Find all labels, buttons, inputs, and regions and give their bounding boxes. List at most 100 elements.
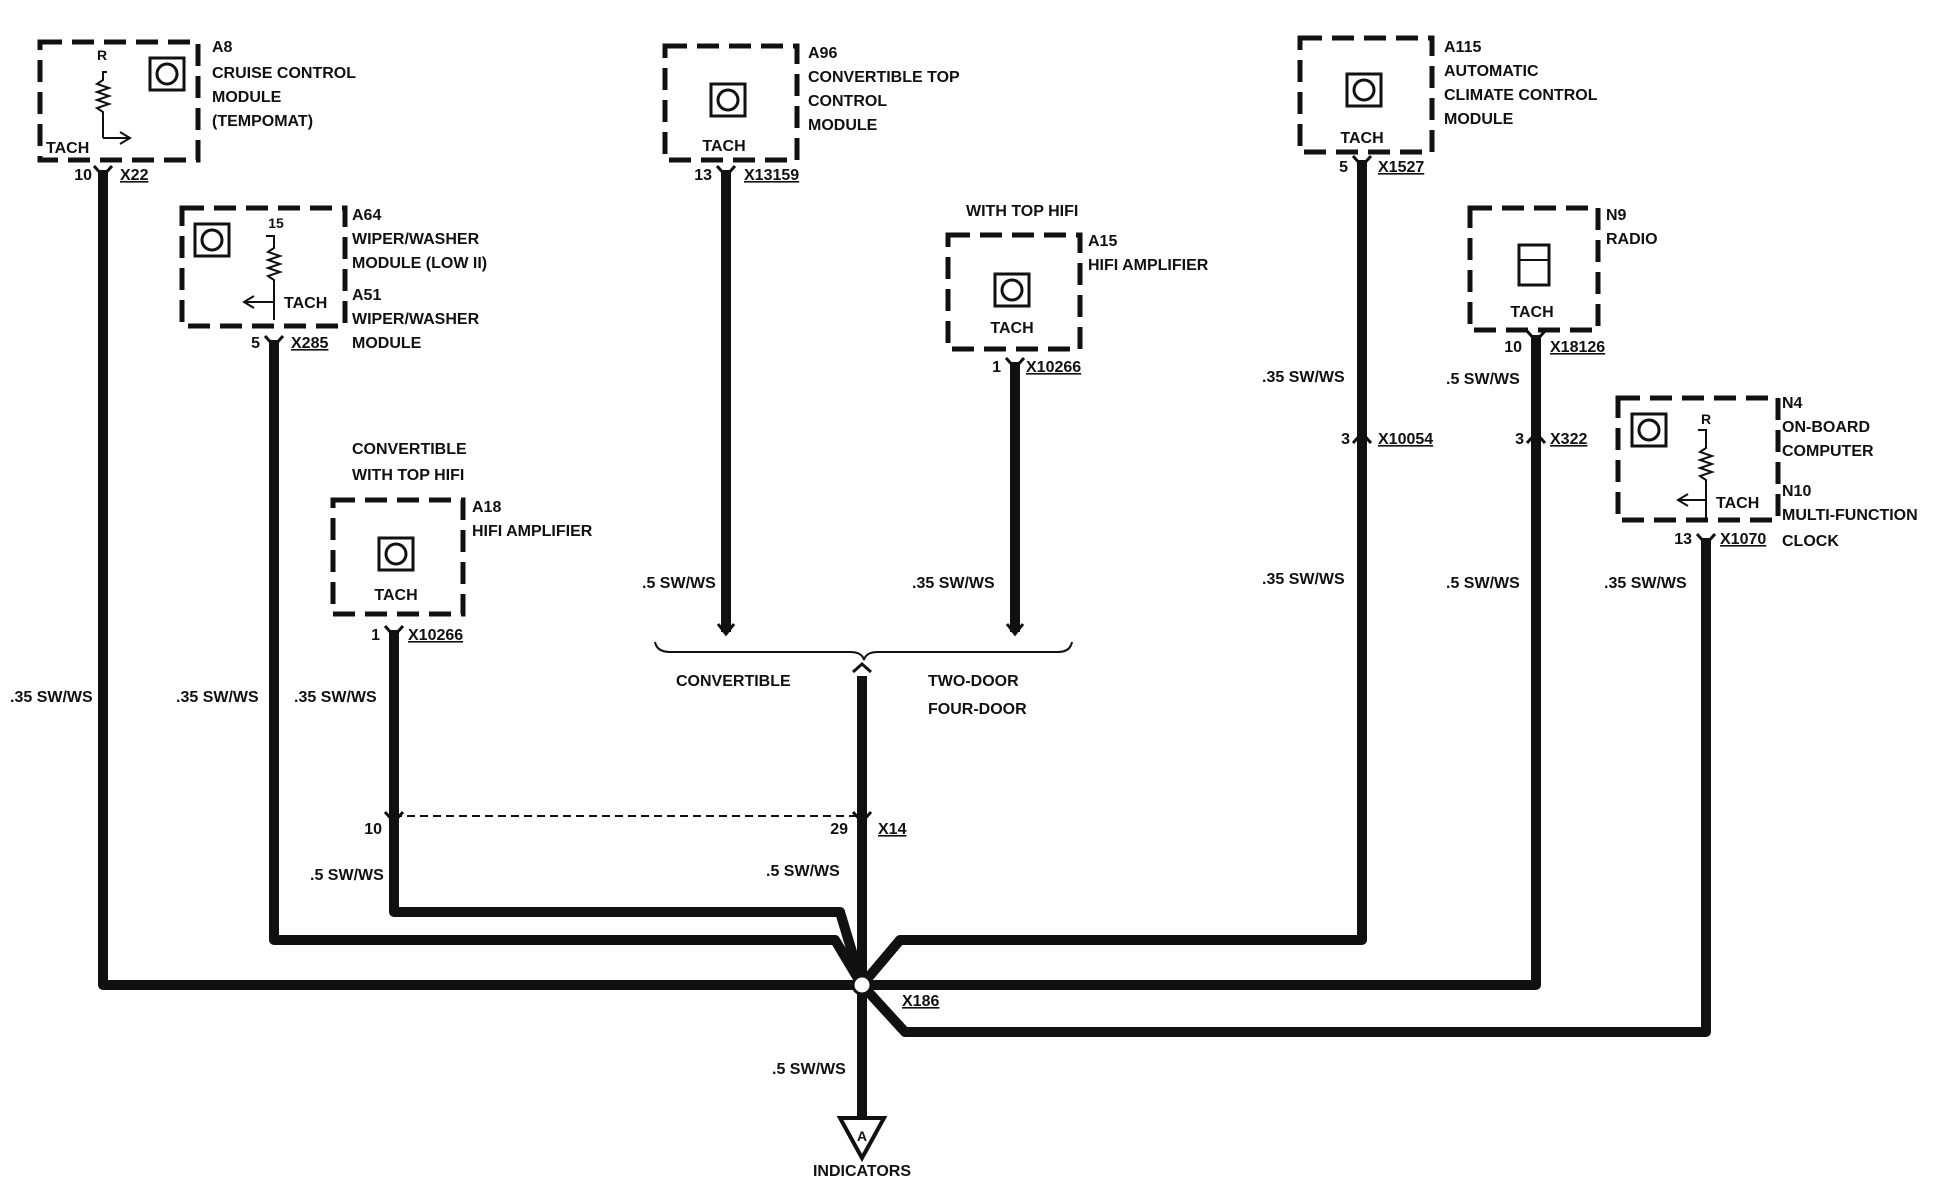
a51-name-1: WIPER/WASHER	[352, 311, 480, 328]
a96-pin: 13	[694, 167, 712, 184]
branch-convertible: CONVERTIBLE	[676, 673, 791, 690]
a115-connector: X1527	[1378, 159, 1424, 176]
a8-pin-r: R	[97, 47, 107, 63]
module-a96	[662, 43, 800, 163]
wire-label-output: .5 SW/WS	[772, 1061, 846, 1078]
a64-id: A64	[352, 207, 381, 224]
chevron-x285	[263, 334, 285, 349]
a15-name-1: HIFI AMPLIFIER	[1088, 257, 1209, 274]
a115-id: A115	[1444, 39, 1481, 56]
module-a8	[37, 39, 201, 163]
module-a64	[179, 205, 348, 329]
module-n9-icon	[1517, 243, 1551, 287]
wire-label-n4: .35 SW/WS	[1604, 575, 1687, 592]
x10054-pin: 3	[1341, 431, 1350, 448]
n9-name-1: RADIO	[1606, 231, 1658, 248]
n4-name-2: COMPUTER	[1782, 443, 1874, 460]
wire-a18	[389, 630, 867, 987]
wire-n9	[862, 335, 1541, 990]
a18-tach: TACH	[374, 587, 417, 604]
a15-pin: 1	[992, 359, 1001, 376]
a8-pin: 10	[74, 167, 92, 184]
a18-pin: 1	[371, 627, 380, 644]
a18-note-2: WITH TOP HIFI	[352, 467, 464, 484]
a18-connector: X10266	[408, 627, 463, 644]
x14-name: X14	[878, 821, 907, 838]
a18-name-1: HIFI AMPLIFIER	[472, 523, 593, 540]
a64-pin-15: 15	[268, 215, 284, 231]
n4-pin: 13	[1674, 531, 1692, 548]
n9-pin: 10	[1504, 339, 1522, 356]
chevron-x322	[1525, 430, 1547, 445]
a15-connector: X10266	[1026, 359, 1081, 376]
n10-name-1: MULTI-FUNCTION	[1782, 507, 1918, 524]
wire-a64	[269, 340, 867, 988]
module-a115	[1297, 35, 1435, 155]
indicators-triangle-glyph: A	[857, 1128, 867, 1144]
a8-name-1: CRUISE CONTROL	[212, 65, 356, 82]
a115-tach: TACH	[1340, 130, 1383, 147]
a115-name-1: AUTOMATIC	[1444, 63, 1539, 80]
module-a15	[945, 232, 1083, 352]
wire-a115	[858, 160, 1367, 989]
branch-bracket	[654, 641, 1073, 661]
chevron-x10054	[1351, 430, 1373, 445]
wire-label-n9-lower: .5 SW/WS	[1446, 575, 1520, 592]
n9-tach: TACH	[1510, 304, 1553, 321]
wire-label-a64: .35 SW/WS	[176, 689, 259, 706]
a96-name-1: CONVERTIBLE TOP	[808, 69, 960, 86]
a8-connector: X22	[120, 167, 149, 184]
x10054-name: X10054	[1378, 431, 1433, 448]
chevron-x14-right	[851, 810, 873, 825]
a64-connector: X285	[291, 335, 328, 352]
n4-connector: X1070	[1720, 531, 1766, 548]
a15-note: WITH TOP HIFI	[966, 203, 1078, 220]
wire-label-a115-upper: .35 SW/WS	[1262, 369, 1345, 386]
indicators-triangle	[836, 1116, 888, 1163]
n4-id: N4	[1782, 395, 1803, 412]
arrow-a15-end	[1005, 623, 1025, 637]
a96-tach: TACH	[702, 138, 745, 155]
a8-name-2: MODULE	[212, 89, 282, 106]
n10-id: N10	[1782, 483, 1811, 500]
n10-name-2: CLOCK	[1782, 533, 1839, 550]
a64-name-2: MODULE (LOW II)	[352, 255, 487, 272]
a96-id: A96	[808, 45, 837, 62]
wire-label-a115-lower: .35 SW/WS	[1262, 571, 1345, 588]
a8-id: A8	[212, 39, 233, 56]
branch-two-door: TWO-DOOR	[928, 673, 1019, 690]
chevron-x22	[92, 164, 114, 179]
chevron-x13159	[715, 164, 737, 179]
chevron-x18126	[1525, 329, 1547, 344]
a96-connector: X13159	[744, 167, 799, 184]
wire-label-a96: .5 SW/WS	[642, 575, 716, 592]
wire-label-n9-upper: .5 SW/WS	[1446, 371, 1520, 388]
a51-name-2: MODULE	[352, 335, 422, 352]
connector-chevrons	[92, 154, 1717, 825]
a64-pin: 5	[251, 335, 260, 352]
a96-name-3: MODULE	[808, 117, 878, 134]
wires	[98, 160, 1711, 1120]
a18-id: A18	[472, 499, 501, 516]
wire-label-a15: .35 SW/WS	[912, 575, 995, 592]
a8-name-3: (TEMPOMAT)	[212, 113, 313, 130]
n4-tach: TACH	[1716, 495, 1759, 512]
n4-pin-r: R	[1701, 411, 1711, 427]
module-a18	[330, 497, 466, 617]
x322-name: X322	[1550, 431, 1587, 448]
module-n9	[1467, 205, 1601, 333]
a115-name-3: MODULE	[1444, 111, 1514, 128]
a115-pin: 5	[1339, 159, 1348, 176]
chevron-x10266-a15	[1004, 356, 1026, 371]
wire-a8	[98, 170, 862, 990]
x186-name: X186	[902, 993, 939, 1010]
chevron-branch	[852, 661, 872, 674]
a18-note-1: CONVERTIBLE	[352, 441, 467, 458]
wire-label-x14-left: .5 SW/WS	[310, 867, 384, 884]
wire-label-x14-right: .5 SW/WS	[766, 863, 840, 880]
a15-id: A15	[1088, 233, 1117, 250]
branch-four-door: FOUR-DOOR	[928, 701, 1027, 718]
chevron-x1070	[1695, 532, 1717, 547]
a64-tach: TACH	[284, 295, 327, 312]
chevron-x10266-a18	[383, 624, 405, 639]
